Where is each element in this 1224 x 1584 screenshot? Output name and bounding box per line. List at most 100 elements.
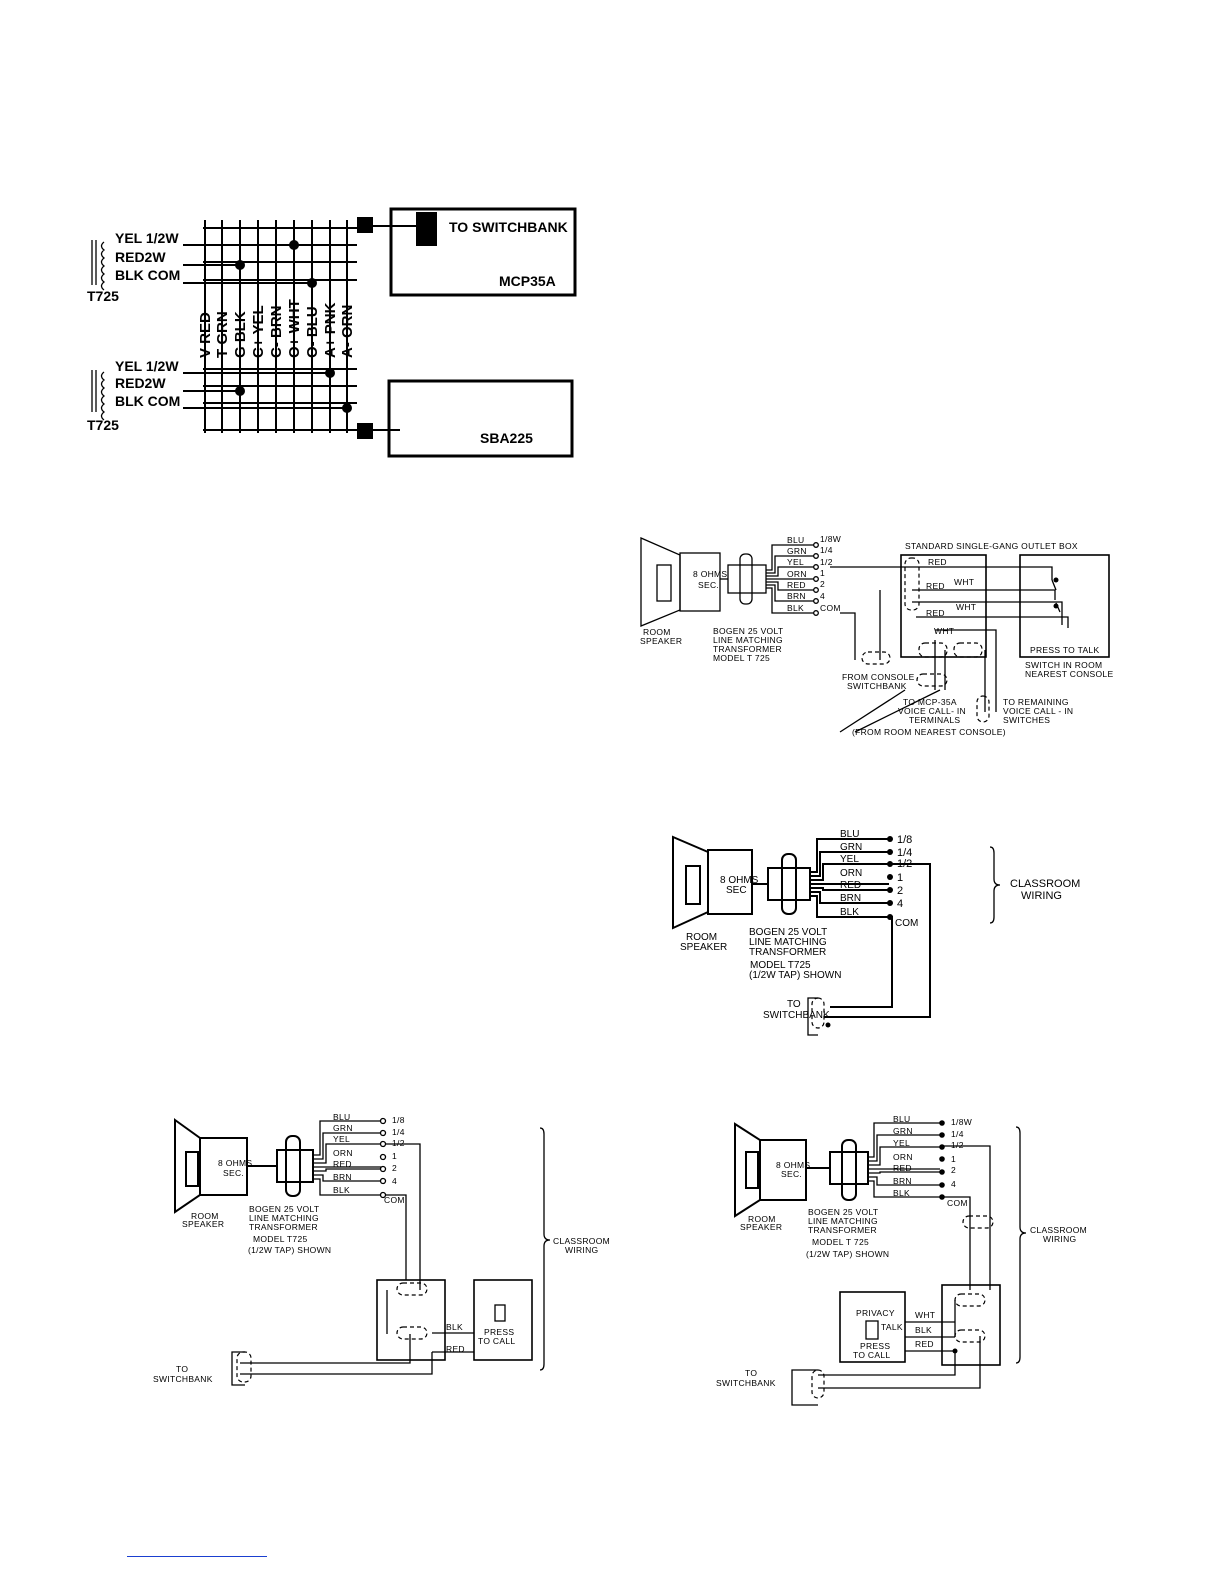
transformer-desc: TRANSFORMER [713,644,782,654]
transformer-desc: BOGEN 25 VOLT [749,927,827,938]
lead-color-label: ORN [893,1152,913,1162]
lead-color-label: ORN [840,868,862,879]
lead-color-label: RED [787,580,806,590]
classroom-brace [539,1127,551,1371]
wire-label: BLK [915,1325,932,1335]
outlet-box [900,554,987,658]
to-switchbank-label: TO [787,999,801,1010]
tap-label: 1 [392,1151,397,1161]
transformer-desc: LINE MATCHING [808,1216,878,1226]
bus-label: V RED [197,312,214,358]
outlet-box-title: STANDARD SINGLE-GANG OUTLET BOX [905,541,1078,551]
transformer-desc: MODEL T 725 [713,653,770,663]
transformer-desc: (1/2W TAP) SHOWN [806,1249,889,1259]
lead-color-label: RED [333,1159,352,1169]
transformer-desc: LINE MATCHING [713,635,783,645]
tap-label: 2 [820,579,825,589]
tap-label: 4 [820,591,825,601]
press-label: PRESS [484,1327,514,1337]
classroom-brace [989,846,1001,924]
to-switchbank-label: SWITCHBANK [763,1010,830,1021]
from-console-label: FROM CONSOLE [842,672,915,682]
tap-label: 2 [392,1163,397,1173]
bus-label: T GRN [214,311,231,358]
transformer-icon [247,1135,314,1197]
bus-diagram: YEL 1/2W RED2W BLK COM T725 YEL 1/2W RED… [87,207,577,458]
lead-color-label: ORN [333,1148,353,1158]
press-to-talk-box [1019,554,1110,658]
privacy-switch-diagram: 8 OHMS SEC. ROOM SPEAKER BOGEN 25 VOLT L… [716,1114,1087,1406]
switch-note: NEAREST CONSOLE [1025,669,1113,679]
tap-label: YEL 1/2W [115,230,179,246]
bus-label: A- ORN [339,305,356,358]
outlet-box [941,1284,1001,1366]
wire-label: BLK [446,1322,463,1332]
speaker-icon [734,1122,807,1218]
secondary-label: SEC. [781,1169,802,1179]
room-speaker-label: ROOM [191,1211,219,1221]
speaker-icon [672,835,753,930]
tap-label: BLK COM [115,267,180,283]
bus-label: C- BRN [268,306,285,359]
to-mcp-label: TERMINALS [909,715,960,725]
lead-color-label: GRN [893,1126,913,1136]
room-speaker-label: ROOM [686,932,717,943]
lead-color-label: ORN [787,569,807,579]
tap-label: 1 [820,568,825,578]
transformer-icon [720,553,767,605]
bus-label: O- BLU [304,306,321,358]
tap-label: 1 [951,1154,956,1164]
tap-label: 2 [897,885,903,897]
call-switch-diagram: 8 OHMS SEC. ROOM SPEAKER BOGEN 25 VOLT L… [153,1112,610,1386]
transformer-desc: MODEL T 725 [812,1237,869,1247]
tap-label: COM [895,918,918,929]
transformer-symbol-top [91,240,106,291]
tap-label: 4 [951,1179,956,1189]
tap-label: 1/8 [897,834,912,846]
lead-color-label: BRN [333,1172,352,1182]
tap-label: BLK COM [115,393,180,409]
room-speaker-label: ROOM [643,627,671,637]
transformer-desc: MODEL T725 [750,960,811,971]
to-switchbank-label: SWITCHBANK [716,1378,776,1388]
room-speaker-label: SPEAKER [182,1219,224,1229]
press-to-call-box [473,1279,533,1361]
classroom-label: CLASSROOM [553,1236,610,1246]
classroom-brace [1015,1126,1027,1364]
lead-color-label: YEL [333,1134,350,1144]
wire-label: RED [926,581,945,591]
lead-color-label: RED [840,880,861,891]
tap-label: COM [947,1198,968,1208]
lead-color-label: YEL [893,1138,910,1148]
transformer-desc: LINE MATCHING [249,1213,319,1223]
lead-color-label: GRN [840,842,862,853]
classroom-label: WIRING [1043,1234,1076,1244]
lead-color-label: BLK [787,603,804,613]
tap-label: 2 [951,1165,956,1175]
classroom-label: CLASSROOM [1010,878,1080,890]
to-remaining-label: VOICE CALL - IN [1003,706,1073,716]
lead-color-label: RED [893,1163,912,1173]
transformer-desc: LINE MATCHING [749,937,827,948]
lead-color-label: BLK [333,1185,350,1195]
press-label: TO CALL [853,1350,890,1360]
to-switchbank-label: TO SWITCHBANK [449,219,568,235]
tap-label: 1/2 [897,858,912,870]
tap-label: RED2W [115,375,166,391]
tap-label: 4 [897,898,903,910]
transformer-icon [806,1139,869,1201]
privacy-switch-icon [865,1320,879,1340]
room-speaker-label: SPEAKER [680,942,727,953]
to-switchbank-label: TO [176,1364,188,1374]
transformer-model-label: T725 [87,417,119,433]
tap-label: 1/4 [897,847,912,859]
outlet-box [376,1279,446,1361]
secondary-label: 8 OHMS [693,569,727,579]
bus-lines [204,220,348,433]
to-switchbank-label: TO [745,1368,757,1378]
lead-color-label: BLK [840,907,859,918]
tap-label: 1/8W [951,1117,972,1127]
lead-color-label: BLU [893,1114,910,1124]
sba225-box [387,379,574,458]
